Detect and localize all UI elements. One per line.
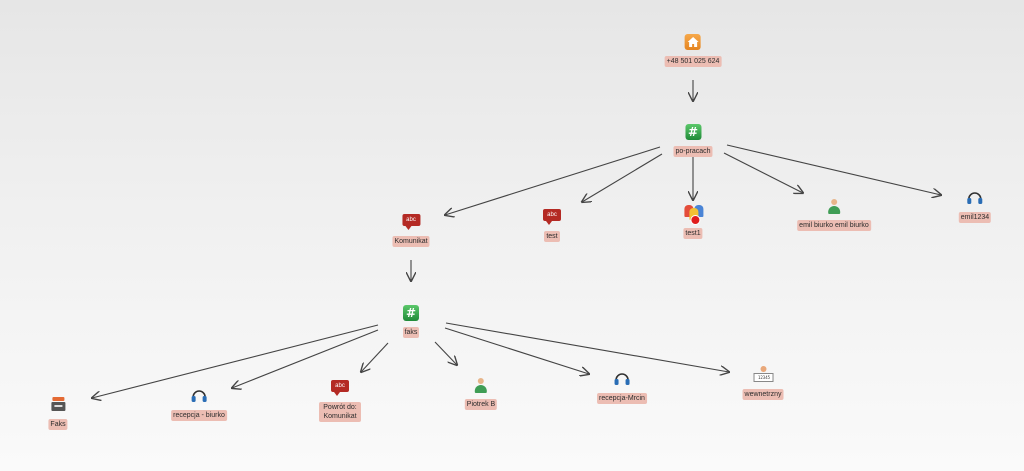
edge-ivr2-faks xyxy=(92,324,379,398)
hash-icon: # xyxy=(684,123,702,141)
node-wewnetrzny[interactable]: 12345 wewnetrzny xyxy=(742,366,784,400)
headset-icon xyxy=(966,189,984,207)
node-emil1234-label: emil1234 xyxy=(958,212,992,223)
node-ivr-faks-label: faks xyxy=(402,327,420,338)
edge-ivr1-emil1234 xyxy=(726,144,941,195)
node-powrot[interactable]: abc Powrót do: Komunikat xyxy=(319,379,361,422)
message-icon: abc xyxy=(401,213,420,231)
node-ivr-po-pracach-label: po-pracach xyxy=(673,146,713,157)
node-root[interactable]: +48 501 025 624 xyxy=(664,33,722,67)
edge-ivr1-test xyxy=(582,153,663,202)
node-emil1234[interactable]: emil1234 xyxy=(958,189,992,223)
node-recepcja-biurko[interactable]: recepcja - biurko xyxy=(171,387,227,421)
node-ivr-po-pracach[interactable]: # po-pracach xyxy=(673,123,713,157)
user-icon xyxy=(825,197,843,215)
home-icon xyxy=(684,33,702,51)
node-piotrek[interactable]: Piotrek B xyxy=(464,376,498,410)
node-recepcja-biurko-label: recepcja - biurko xyxy=(171,410,227,421)
queue-icon xyxy=(684,203,703,225)
node-test1-label: test1 xyxy=(683,228,703,239)
node-faks[interactable]: Faks xyxy=(48,395,68,430)
node-powrot-label: Powrót do: Komunikat xyxy=(319,402,361,422)
node-recepcja-mrcin-label: recepcja-Mrcin xyxy=(597,393,647,404)
node-test1[interactable]: test1 xyxy=(683,203,703,239)
headset-icon xyxy=(190,387,208,405)
node-root-label: +48 501 025 624 xyxy=(664,56,722,67)
node-test-label: test xyxy=(544,231,560,242)
message-icon: abc xyxy=(543,208,561,226)
message-icon: abc xyxy=(331,379,349,397)
edge-ivr1-komunikat xyxy=(445,146,661,215)
fax-icon xyxy=(49,395,67,413)
node-komunikat[interactable]: abc Komunikat xyxy=(392,213,430,247)
node-wewnetrzny-label: wewnetrzny xyxy=(742,389,784,400)
extension-icon: 12345 xyxy=(754,366,774,384)
edge-ivr2-piotrek xyxy=(434,341,457,365)
hash-icon: # xyxy=(402,304,420,322)
node-komunikat-label: Komunikat xyxy=(392,236,430,247)
edge-ivr2-powrot xyxy=(361,342,389,372)
edge-ivr2-wewnetrzny xyxy=(445,322,729,372)
node-ivr-faks[interactable]: # faks xyxy=(402,304,420,338)
edge-ivr2-recepcja-mrcin xyxy=(444,327,589,374)
user-icon xyxy=(472,376,490,394)
node-recepcja-mrcin[interactable]: recepcja-Mrcin xyxy=(597,370,647,404)
node-piotrek-label: Piotrek B xyxy=(464,399,498,410)
headset-icon xyxy=(613,370,631,388)
edge-ivr2-recepcja-biurko xyxy=(232,329,379,388)
edge-ivr1-emil-biurko xyxy=(723,152,803,193)
node-emil-biurko[interactable]: emil biurko emil biurko xyxy=(797,197,871,231)
node-test[interactable]: abc test xyxy=(543,208,561,242)
node-faks-label: Faks xyxy=(48,419,68,430)
node-emil-biurko-label: emil biurko emil biurko xyxy=(797,220,871,231)
